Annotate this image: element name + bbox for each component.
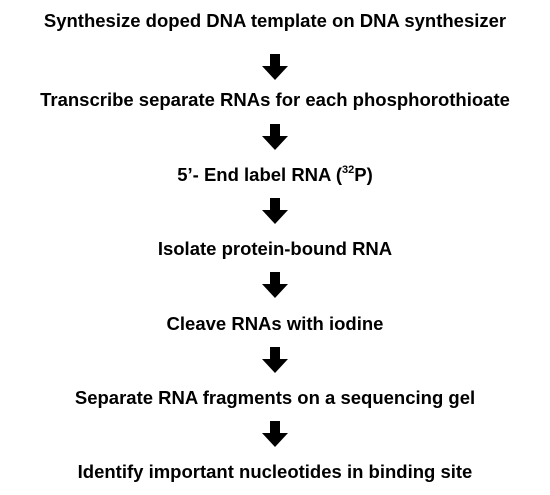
step-separate-fragments: Separate RNA fragments on a sequencing g… (74, 387, 476, 408)
step-end-label-text: 5’- End label RNA ( (177, 164, 343, 185)
down-arrow-icon (262, 421, 288, 447)
step-synthesize-template: Synthesize doped DNA template on DNA syn… (43, 10, 507, 31)
down-arrow-icon (262, 272, 288, 298)
step-end-label-rna: 5’- End label RNA (32P) (0, 164, 550, 186)
down-arrow-icon (262, 198, 288, 224)
isotope-mass-number: 32 (342, 163, 355, 176)
step-cleave-rnas: Cleave RNAs with iodine (166, 313, 384, 334)
step-isolate-bound-rna: Isolate protein-bound RNA (157, 238, 393, 259)
down-arrow-icon (262, 54, 288, 80)
step-identify-nucleotides: Identify important nucleotides in bindin… (77, 461, 473, 482)
down-arrow-icon (262, 124, 288, 150)
step-end-label-text-tail: P) (354, 164, 373, 185)
down-arrow-icon (262, 347, 288, 373)
step-transcribe-rnas: Transcribe separate RNAs for each phosph… (40, 89, 510, 110)
